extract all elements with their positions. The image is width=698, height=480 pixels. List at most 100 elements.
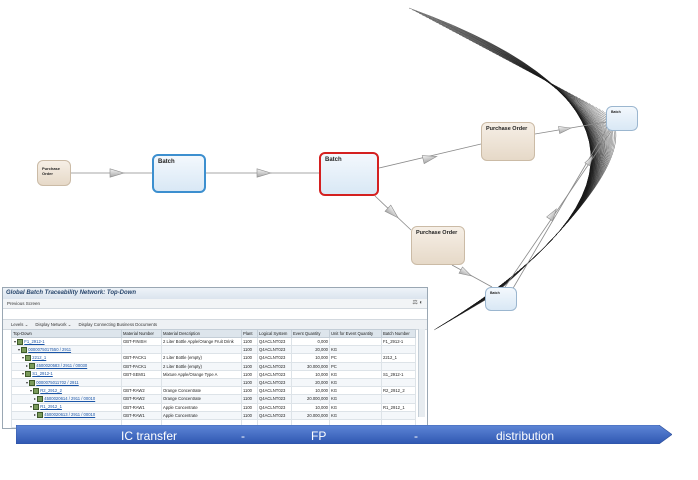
hatch-line: [451, 39, 594, 320]
tree-node-link[interactable]: S1_2912-1: [32, 371, 53, 377]
cell-desc: Apple Concentrate: [161, 402, 242, 412]
process-arrow-banner: [16, 425, 672, 444]
cell-tree[interactable]: ▾ R1_2912_1: [11, 402, 122, 412]
levels-menu-button[interactable]: Levels ⌄: [11, 322, 29, 327]
cell-qty: 20,000: [291, 345, 330, 355]
cell-plant: 1100: [241, 402, 258, 412]
column-header[interactable]: Logical System: [257, 329, 292, 338]
hatch-line: [447, 32, 593, 322]
hatch-line: [438, 23, 593, 325]
node-batch-bottom[interactable]: Batch: [485, 287, 517, 311]
expand-toggle-icon[interactable]: ▾: [14, 338, 18, 344]
help-icon[interactable]: ⚖ ◐: [412, 300, 423, 306]
hatch-line: [456, 48, 595, 317]
arrowhead-icon: [458, 266, 473, 277]
node-batch-right[interactable]: Batch: [606, 106, 638, 131]
cell-batch: R1_2912_1: [381, 402, 416, 412]
hatch-line: [453, 43, 594, 319]
table-row[interactable]: [11, 418, 416, 428]
hatch-line: [432, 20, 592, 327]
tree-node-link[interactable]: 0000075017550 / 2911: [28, 346, 72, 352]
tree-node-link[interactable]: 4500020614 / 2911 / 00010: [44, 396, 96, 402]
cell-desc: Apple Concentrate: [161, 410, 242, 420]
display-documents-button[interactable]: Display Connecting Business Documents: [78, 322, 158, 327]
node-purchase-order-top[interactable]: Purchase Order: [481, 122, 535, 161]
cell-tree[interactable]: ▾ 2212_1: [11, 353, 122, 363]
cell-tree[interactable]: ▸ 4500020583 / 2911 / 00030: [11, 361, 122, 371]
vertical-scrollbar[interactable]: [418, 329, 425, 417]
hatch-line: [461, 57, 596, 314]
tree-node-link[interactable]: 4500020583 / 2911 / 00030: [36, 363, 88, 369]
cell-qty: 30.000,000: [291, 361, 330, 371]
tree-node-link[interactable]: F1_2912-1: [24, 338, 45, 344]
tree-node-link[interactable]: 0000075011702 / 2911: [36, 379, 79, 385]
cell-batch: [381, 394, 416, 404]
expand-toggle-icon[interactable]: ▸: [34, 396, 38, 402]
flow-edge: [451, 264, 493, 288]
cell-mat: [121, 345, 162, 355]
node-label: Purchase Order: [416, 230, 458, 236]
node-batch-1[interactable]: Batch: [152, 154, 206, 193]
hatch-line: [464, 62, 597, 313]
column-header[interactable]: Event Quantity: [291, 329, 330, 338]
cell-plant: 1100: [241, 369, 258, 379]
node-purchase-order-bottom[interactable]: Purchase Order: [411, 226, 465, 265]
node-batch-2[interactable]: Batch: [319, 152, 379, 196]
cell-desc: 2 Liter Bottle Apple/Orange Fruit Drink: [161, 336, 242, 347]
cell-plant: 1100: [241, 345, 258, 355]
column-header[interactable]: Batch Number: [381, 329, 416, 338]
cell-unit: KG: [329, 394, 382, 404]
node-label: Batch: [490, 291, 500, 295]
expand-toggle-icon[interactable]: ▸: [34, 412, 38, 418]
hatch-line: [449, 36, 593, 321]
expand-toggle-icon[interactable]: ▾: [30, 387, 34, 393]
column-header[interactable]: Material Number: [121, 329, 162, 338]
cell-desc: Orange Concentrate: [161, 394, 242, 404]
arrowhead-icon: [256, 168, 273, 178]
expand-toggle-icon[interactable]: ▾: [26, 379, 30, 385]
cell-tree[interactable]: ▾ S1_2912-1: [11, 369, 122, 379]
cell-batch: [381, 377, 416, 388]
cell-batch: 2212_1: [381, 353, 416, 363]
column-header[interactable]: Plant: [241, 329, 258, 338]
column-header[interactable]: Unit for Event Quantity: [329, 329, 382, 338]
expand-toggle-icon[interactable]: ▾: [18, 346, 22, 352]
cell-tree[interactable]: ▾ R2_2912_2: [11, 386, 122, 396]
cell-sys: Q4ACLNT023: [257, 410, 292, 420]
cell-qty: 0,000: [291, 336, 330, 347]
previous-screen-button[interactable]: Previous Screen: [7, 301, 41, 306]
arrowhead-icon: [384, 204, 399, 219]
cell-tree[interactable]: ▾ F1_2912-1: [11, 336, 122, 347]
expand-toggle-icon[interactable]: ▾: [30, 404, 34, 410]
node-label: Batch: [611, 110, 621, 114]
tree-node-link[interactable]: R2_2912_2: [40, 387, 62, 393]
display-network-menu-button[interactable]: Display Network ⌄: [35, 322, 72, 327]
tree-node-link[interactable]: 2212_1: [32, 355, 47, 361]
tree-node-link[interactable]: R1_2912_1: [40, 404, 62, 410]
cell-tree[interactable]: ▾ 0000075017550 / 2911: [11, 345, 122, 355]
tree-node-link[interactable]: 4500020613 / 2911 / 00010: [44, 412, 96, 418]
cell-plant: 1100: [241, 386, 258, 396]
cell-tree[interactable]: ▸ 4500020614 / 2911 / 00010: [11, 394, 122, 404]
node-purchase-order-small[interactable]: Purchase Order: [37, 160, 71, 186]
cell-mat: GBT-RAW1: [121, 410, 162, 420]
expand-toggle-icon[interactable]: ▾: [22, 371, 26, 377]
sap-traceability-window: Global Batch Traceability Network: Top-D…: [2, 287, 428, 429]
column-header[interactable]: Top-Down: [11, 329, 122, 338]
cell-tree[interactable]: ▾ 0000075011702 / 2911: [11, 377, 122, 388]
column-header[interactable]: Material Description: [161, 329, 242, 338]
cell-tree[interactable]: ▸ 4500020613 / 2911 / 00010: [11, 410, 122, 420]
expand-toggle-icon[interactable]: ▸: [26, 363, 30, 369]
expand-toggle-icon[interactable]: ▾: [22, 355, 26, 361]
